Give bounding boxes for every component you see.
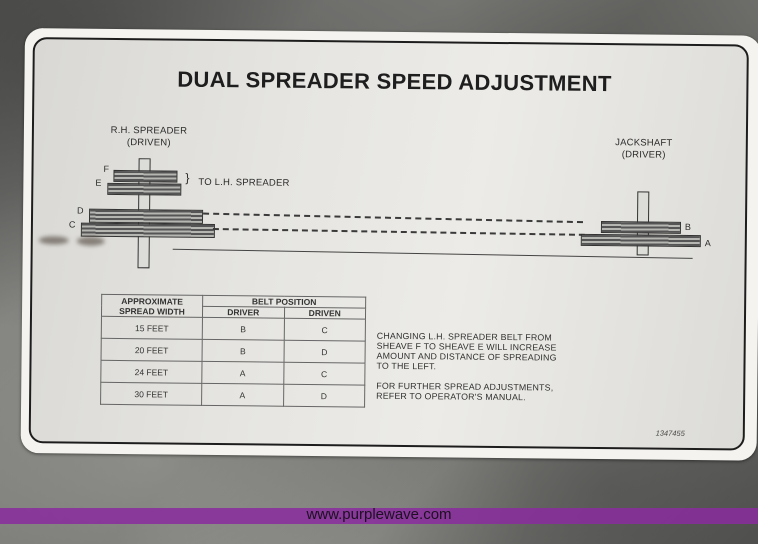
part-number: 1347455: [655, 428, 685, 438]
note1-line4: TO THE LEFT.: [376, 360, 437, 372]
rh-spreader-role: (DRIVEN): [126, 137, 171, 149]
table-row: 20 FEET B D: [101, 338, 366, 364]
sheave-d: [88, 208, 204, 224]
rh-spreader-label: R.H. SPREADER (DRIVEN): [94, 125, 204, 150]
to-lh-spreader-label: TO L.H. SPREADER: [198, 176, 290, 189]
cell-width: 15 FEET: [101, 316, 203, 340]
header-spread-width-line2: SPREAD WIDTH: [119, 305, 185, 317]
cell-driver: B: [202, 339, 284, 363]
watermark-band: [0, 508, 758, 524]
sheave-b: [600, 221, 682, 234]
sheave-c: [80, 222, 215, 238]
cell-driven: C: [283, 362, 366, 386]
rh-spreader-title: R.H. SPREADER: [110, 124, 188, 137]
cell-driven: C: [283, 318, 366, 342]
brace-symbol: }: [185, 170, 190, 185]
cell-width: 30 FEET: [100, 382, 202, 406]
jackshaft-title: JACKSHAFT: [615, 137, 673, 149]
sheave-label-e: E: [95, 177, 102, 188]
cell-driver: A: [201, 361, 284, 385]
cell-width: 24 FEET: [100, 360, 203, 384]
table-row: 15 FEET B C: [101, 316, 366, 342]
note-operators-manual: FOR FURTHER SPREAD ADJUSTMENTS, REFER TO…: [376, 381, 553, 403]
sheave-f: [113, 169, 178, 183]
dirt-smudge: [38, 236, 69, 245]
sheave-a: [580, 233, 701, 248]
note-sheave-change: CHANGING L.H. SPREADER BELT FROM SHEAVE …: [376, 331, 556, 373]
decal-title: DUAL SPREADER SPEED ADJUSTMENT: [177, 66, 612, 97]
cell-driver: A: [201, 383, 284, 407]
header-driver: DRIVER: [202, 306, 285, 319]
sheave-label-c: C: [68, 219, 76, 230]
table-row: 30 FEET A D: [100, 382, 365, 408]
jackshaft-role: (DRIVER): [621, 149, 666, 161]
sheave-label-b: B: [684, 221, 692, 232]
cell-driven: D: [283, 384, 365, 408]
note2-line2: REFER TO OPERATOR'S MANUAL.: [376, 390, 526, 403]
jackshaft-label: JACKSHAFT (DRIVER): [599, 137, 689, 162]
dirt-smudge: [76, 236, 105, 246]
ground-reference-line: [172, 248, 693, 259]
header-driven: DRIVEN: [283, 307, 366, 320]
cell-width: 20 FEET: [101, 338, 203, 362]
belt-position-table: APPROXIMATE SPREAD WIDTH BELT POSITION D…: [100, 293, 367, 408]
cell-driver: B: [202, 317, 284, 341]
decal-border: DUAL SPREADER SPEED ADJUSTMENT R.H. SPRE…: [28, 37, 749, 451]
sheave-label-f: F: [103, 163, 110, 174]
table-row: 24 FEET A C: [100, 360, 366, 386]
sheave-label-a: A: [704, 238, 711, 249]
watermark-text: www.purplewave.com: [306, 506, 452, 523]
instruction-decal: DUAL SPREADER SPEED ADJUSTMENT R.H. SPRE…: [20, 28, 758, 461]
cell-driven: D: [283, 340, 366, 364]
belt-lower: [212, 228, 585, 236]
header-spread-width: APPROXIMATE SPREAD WIDTH: [101, 294, 203, 318]
sheave-label-d: D: [77, 205, 84, 216]
sheave-e: [107, 182, 182, 196]
belt-upper: [203, 212, 584, 224]
